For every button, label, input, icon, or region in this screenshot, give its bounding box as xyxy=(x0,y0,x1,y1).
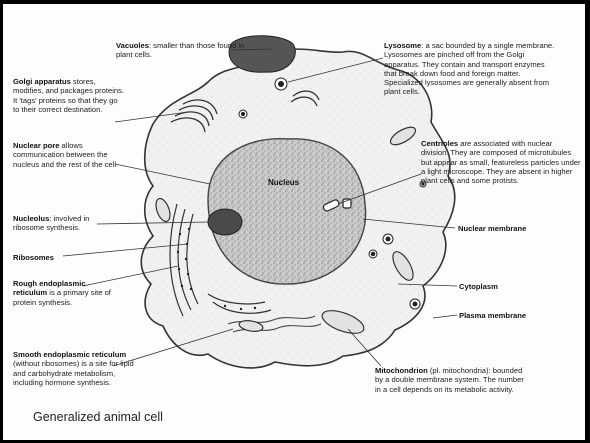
ribosomes-label: Ribosomes xyxy=(13,253,54,262)
nuclear-pore-label: Nuclear pore allows communication betwee… xyxy=(13,141,125,169)
rough-er-label: Rough endoplasmic reticulum is a primary… xyxy=(13,279,115,307)
nucleolus-shape xyxy=(208,209,242,235)
nucleus-label: Nucleus xyxy=(268,178,299,188)
vacuoles-label: Vacuoles: smaller than those found in pl… xyxy=(116,41,256,60)
centrioles-label: Centrioles are associated with nuclear d… xyxy=(421,139,581,185)
mitochondrion-label: Mitochondrion (pl. mitochondria): bounde… xyxy=(375,366,527,394)
plasma-membrane-label: Plasma membrane xyxy=(459,311,526,320)
nuclear-membrane-label: Nuclear membrane xyxy=(458,224,526,233)
lysosome-label: Lysosome: a sac bounded by a single memb… xyxy=(384,41,559,97)
smooth-er-label: Smooth endoplasmic reticulum (without ri… xyxy=(13,350,141,387)
diagram-title: Generalized animal cell xyxy=(33,410,163,424)
golgi-apparatus-label: Golgi apparatus stores, modifies, and pa… xyxy=(13,77,125,114)
diagram-page: Nucleus Vacuoles: smaller than those fou… xyxy=(3,4,585,440)
nucleolus-label: Nucleolus: involved in ribosome synthesi… xyxy=(13,214,111,233)
cytoplasm-label: Cytoplasm xyxy=(459,282,498,291)
